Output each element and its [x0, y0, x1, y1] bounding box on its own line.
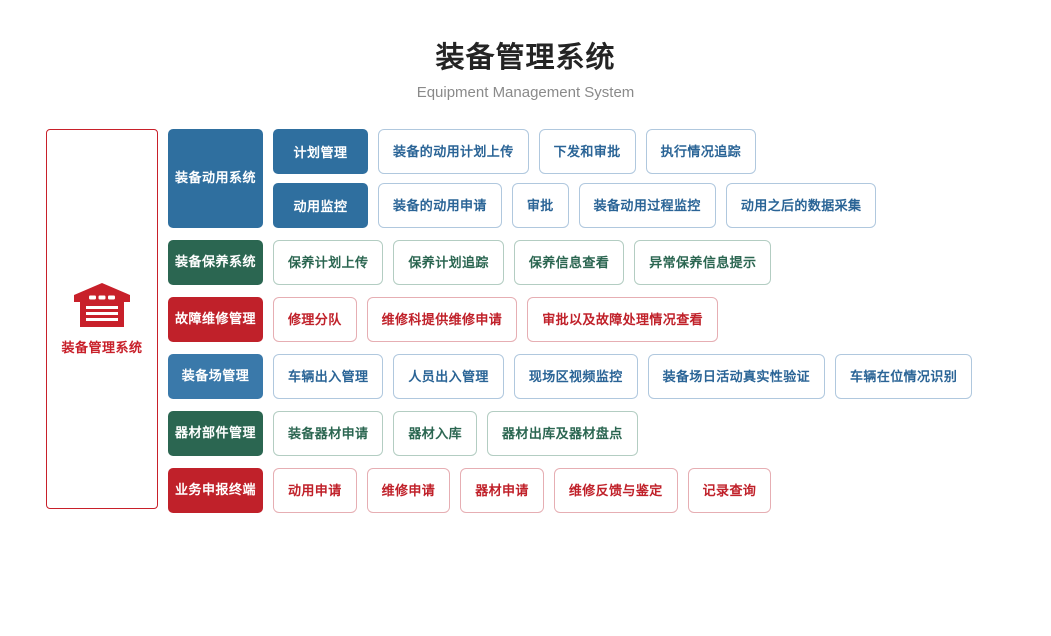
function-node[interactable]: 异常保养信息提示: [634, 240, 772, 285]
function-node[interactable]: 装备器材申请: [273, 411, 384, 456]
category-block[interactable]: 装备场管理: [168, 354, 263, 399]
function-node[interactable]: 装备动用过程监控: [578, 183, 716, 228]
hero-panel[interactable]: 装备管理系统: [46, 129, 158, 509]
function-node[interactable]: 下发和审批: [538, 129, 636, 174]
category-block[interactable]: 器材部件管理: [168, 411, 263, 456]
function-node[interactable]: 修理分队: [273, 297, 357, 342]
diagram-band: 业务申报终端动用申请维修申请器材申请维修反馈与鉴定记录查询: [168, 468, 972, 513]
function-node[interactable]: 器材入库: [393, 411, 478, 456]
band-subrow: 动用申请维修申请器材申请维修反馈与鉴定记录查询: [273, 468, 772, 513]
band-subrow: 修理分队维修科提供维修申请审批以及故障处理情况查看: [273, 297, 719, 342]
system-architecture-diagram: 装备动用系统计划管理装备的动用计划上传下发和审批执行情况追踪动用监控装备的动用申…: [168, 129, 973, 513]
category-block[interactable]: 业务申报终端: [168, 468, 263, 513]
function-node[interactable]: 车辆在位情况识别: [835, 354, 973, 399]
band-subrow: 计划管理装备的动用计划上传下发和审批执行情况追踪: [273, 129, 876, 174]
band-subrow: 车辆出入管理人员出入管理现场区视频监控装备场日活动真实性验证车辆在位情况识别: [273, 354, 973, 399]
function-node[interactable]: 装备的动用计划上传: [378, 129, 529, 174]
band-subrow: 保养计划上传保养计划追踪保养信息查看异常保养信息提示: [273, 240, 772, 285]
band-rows: 保养计划上传保养计划追踪保养信息查看异常保养信息提示: [273, 240, 772, 285]
function-node[interactable]: 装备场日活动真实性验证: [647, 354, 826, 399]
page-subtitle: Equipment Management System: [416, 84, 635, 101]
function-node[interactable]: 装备的动用申请: [378, 183, 502, 228]
function-node[interactable]: 执行情况追踪: [645, 129, 757, 174]
band-subrow: 动用监控装备的动用申请审批装备动用过程监控动用之后的数据采集: [273, 183, 877, 228]
function-node[interactable]: 保养计划追踪: [393, 240, 504, 285]
band-rows: 车辆出入管理人员出入管理现场区视频监控装备场日活动真实性验证车辆在位情况识别: [273, 354, 973, 399]
band-subrow: 装备器材申请器材入库器材出库及器材盘点: [273, 411, 638, 456]
function-node[interactable]: 动用之后的数据采集: [725, 183, 877, 228]
subcategory-block[interactable]: 计划管理: [273, 129, 368, 174]
function-node[interactable]: 器材出库及器材盘点: [487, 411, 638, 456]
function-node[interactable]: 审批: [511, 183, 569, 228]
diagram-band: 装备场管理车辆出入管理人员出入管理现场区视频监控装备场日活动真实性验证车辆在位情…: [168, 354, 973, 399]
page-title: 装备管理系统: [435, 42, 616, 74]
function-node[interactable]: 维修反馈与鉴定: [553, 468, 678, 513]
function-node[interactable]: 记录查询: [687, 468, 772, 513]
function-node[interactable]: 保养信息查看: [513, 240, 625, 285]
band-rows: 装备器材申请器材入库器材出库及器材盘点: [273, 411, 638, 456]
hero-label: 装备管理系统: [61, 340, 143, 355]
warehouse-icon: [72, 282, 132, 328]
band-rows: 动用申请维修申请器材申请维修反馈与鉴定记录查询: [273, 468, 772, 513]
function-node[interactable]: 器材申请: [460, 468, 544, 513]
diagram-band: 装备动用系统计划管理装备的动用计划上传下发和审批执行情况追踪动用监控装备的动用申…: [168, 129, 972, 228]
diagram-band: 故障维修管理修理分队维修科提供维修申请审批以及故障处理情况查看: [168, 297, 972, 342]
function-node[interactable]: 人员出入管理: [393, 354, 504, 399]
function-node[interactable]: 维修科提供维修申请: [366, 297, 518, 342]
band-rows: 修理分队维修科提供维修申请审批以及故障处理情况查看: [273, 297, 719, 342]
category-block[interactable]: 装备保养系统: [168, 240, 263, 285]
band-rows: 计划管理装备的动用计划上传下发和审批执行情况追踪动用监控装备的动用申请审批装备动…: [273, 129, 877, 228]
diagram-band: 装备保养系统保养计划上传保养计划追踪保养信息查看异常保养信息提示: [168, 240, 972, 285]
subcategory-block[interactable]: 动用监控: [273, 183, 368, 228]
function-node[interactable]: 维修申请: [366, 468, 451, 513]
function-node[interactable]: 审批以及故障处理情况查看: [527, 297, 719, 342]
function-node[interactable]: 动用申请: [273, 468, 357, 513]
page-header: 装备管理系统 Equipment Management System: [0, 40, 1051, 103]
function-node[interactable]: 车辆出入管理: [273, 354, 384, 399]
category-block[interactable]: 装备动用系统: [168, 129, 263, 228]
diagram-band: 器材部件管理装备器材申请器材入库器材出库及器材盘点: [168, 411, 972, 456]
function-node[interactable]: 保养计划上传: [273, 240, 384, 285]
category-block[interactable]: 故障维修管理: [168, 297, 263, 342]
function-node[interactable]: 现场区视频监控: [513, 354, 638, 399]
